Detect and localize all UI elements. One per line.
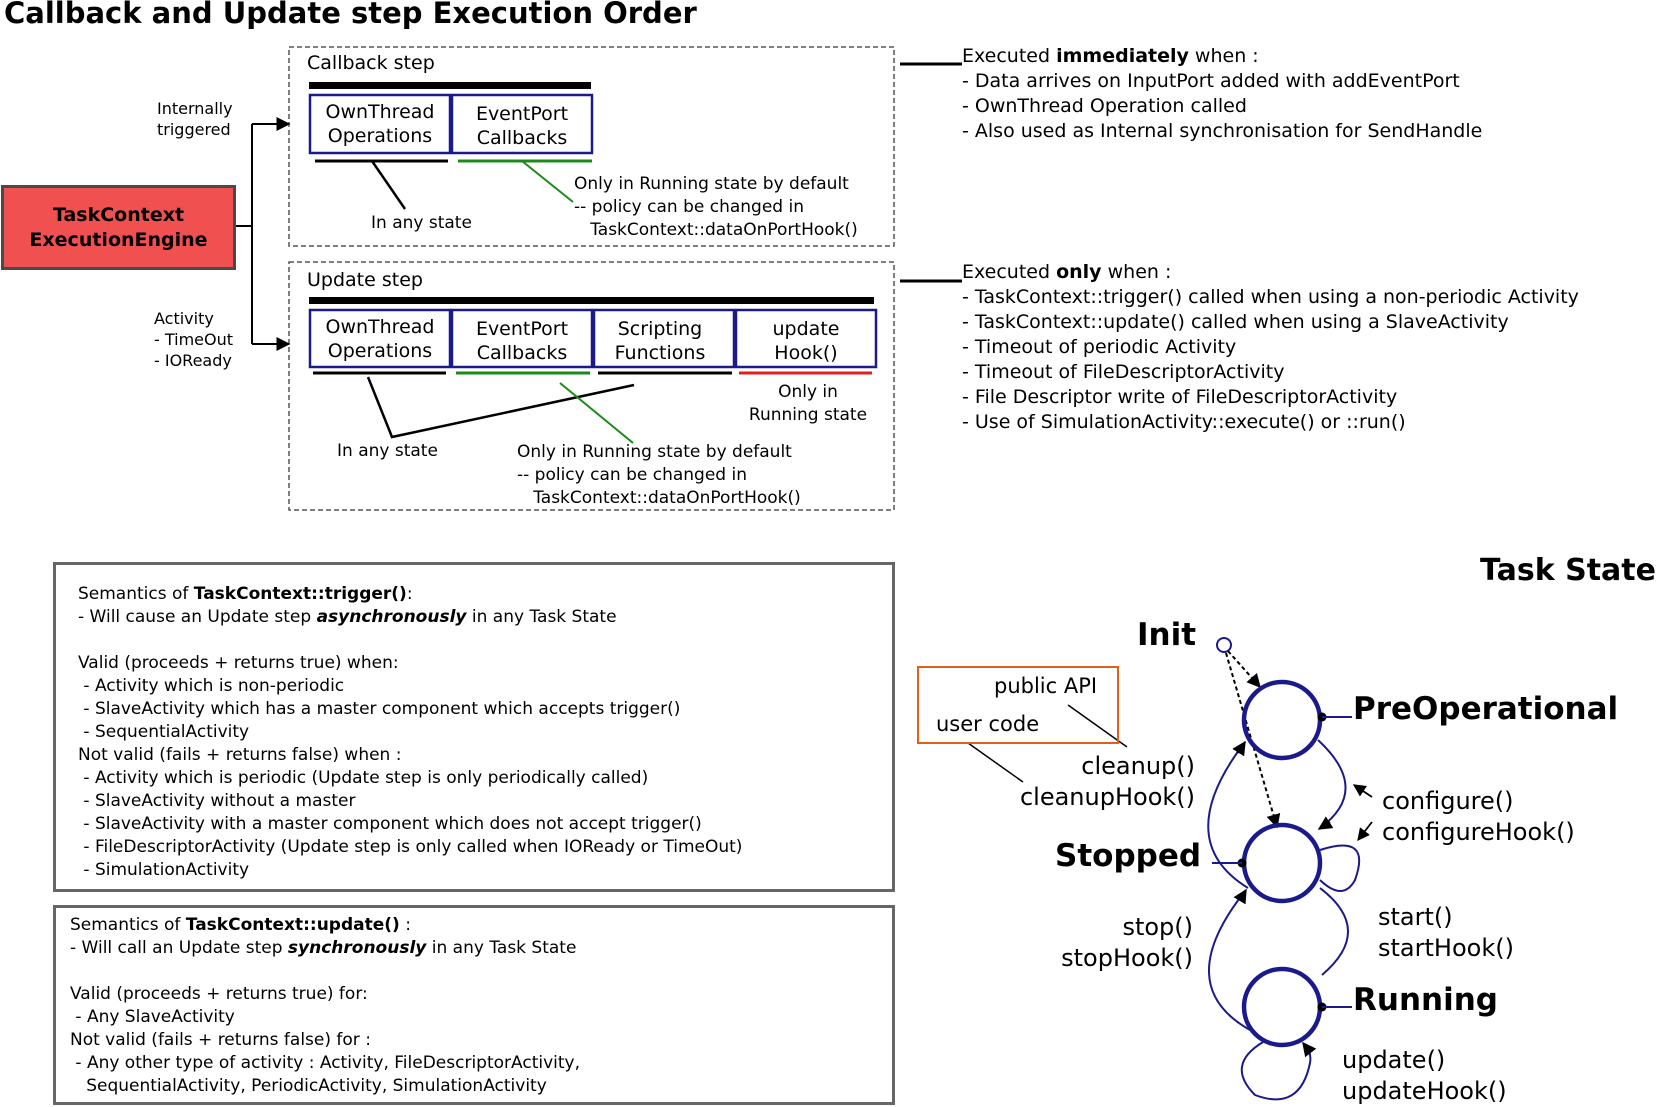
update-semantics-line: Valid (proceeds + returns true) for: xyxy=(70,984,368,1004)
up-hook-note: Only in Running state xyxy=(748,382,868,425)
trigger-semantics-heading: Semantics of TaskContext::trigger(): xyxy=(78,584,413,604)
update-exec-list: Executed only when : - TaskContext::trig… xyxy=(962,260,1579,435)
trigger-semantics-line: Not valid (fails + returns false) when : xyxy=(78,745,402,765)
state-stopped-node xyxy=(1241,822,1323,904)
update-semantics-line: - Will call an Update step synchronously… xyxy=(70,938,577,958)
up-cell-scripting xyxy=(592,308,736,369)
update-semantics-line: - Any SlaveActivity xyxy=(70,1007,235,1027)
trigger-semantics-line: - SlaveActivity without a master xyxy=(78,791,356,811)
update-exec-item: - Timeout of periodic Activity xyxy=(962,336,1237,358)
update-semantics-line: SequentialActivity, PeriodicActivity, Si… xyxy=(70,1076,547,1096)
update-exec-item: - Timeout of FileDescriptorActivity xyxy=(962,361,1285,383)
state-init-node xyxy=(1216,637,1232,653)
callback-exec-item: - OwnThread Operation called xyxy=(962,95,1247,117)
trigger-semantics-line: - FileDescriptorActivity (Update step is… xyxy=(78,837,743,857)
activity-trigger-label: Activity - TimeOut - IOReady xyxy=(154,309,234,370)
up-cell-hook xyxy=(734,308,878,369)
callback-exec-heading: Executed immediately when : xyxy=(962,45,1259,67)
transition-start-label: start() startHook() xyxy=(1378,903,1514,962)
update-semantics-box: Semantics of TaskContext::update() : - W… xyxy=(53,905,895,1105)
up-cell-ownthread-label: OwnThread Operations xyxy=(325,315,435,362)
state-running-label: Running xyxy=(1353,982,1498,1018)
update-exec-item: - File Descriptor write of FileDescripto… xyxy=(962,386,1398,408)
callback-exec-list: Executed immediately when : - Data arriv… xyxy=(962,44,1482,144)
cb-any-state-note: In any state xyxy=(371,213,472,233)
state-init-label: Init xyxy=(1137,617,1197,653)
internal-trigger-label: Internally triggered xyxy=(157,99,233,139)
callback-exec-item: - Also used as Internal synchronisation … xyxy=(962,120,1483,142)
execution-engine-box: TaskContext ExecutionEngine xyxy=(1,185,236,270)
up-cell-hook-label: update Hook() xyxy=(772,317,840,364)
legend-public-api: public API xyxy=(994,674,1098,698)
up-cell-eventport xyxy=(450,308,594,369)
cb-cell-ownthread-label: OwnThread Operations xyxy=(325,101,435,147)
trigger-semantics-line: - SlaveActivity which has a master compo… xyxy=(78,699,681,719)
up-cell-scripting-label: Scripting Functions xyxy=(614,317,706,364)
update-semantics-line xyxy=(70,960,892,983)
up-cell-ownthread xyxy=(308,308,452,369)
transition-update-label: update() updateHook() xyxy=(1342,1046,1507,1105)
up-running-note: Only in Running state by default -- poli… xyxy=(517,442,801,508)
trigger-semantics-line: Valid (proceeds + returns true) when: xyxy=(78,653,399,673)
trigger-semantics-line xyxy=(78,629,892,652)
cb-running-note: Only in Running state by default -- poli… xyxy=(574,174,858,240)
update-semantics-line: - Any other type of activity : Activity,… xyxy=(70,1053,580,1073)
update-semantics-line: Not valid (fails + returns false) for : xyxy=(70,1030,371,1050)
trigger-semantics-line: - SequentialActivity xyxy=(78,722,250,742)
callback-step-label: Callback step xyxy=(307,52,435,74)
update-exec-item: - TaskContext::trigger() called when usi… xyxy=(962,286,1579,308)
cb-cell-eventport xyxy=(450,93,594,155)
update-semantics-heading: Semantics of TaskContext::update() : xyxy=(70,915,411,935)
trigger-semantics-line: - Activity which is periodic (Update ste… xyxy=(78,768,649,788)
trigger-semantics-line: - Activity which is non-periodic xyxy=(78,676,345,696)
up-any-state-note: In any state xyxy=(337,441,438,461)
update-step-bar xyxy=(309,297,874,304)
transition-configure-label: configure() configureHook() xyxy=(1382,787,1575,846)
task-state-title: Task State xyxy=(1480,553,1656,588)
legend-user-code: user code xyxy=(936,712,1040,736)
update-exec-heading: Executed only when : xyxy=(962,261,1172,283)
cb-cell-ownthread xyxy=(308,93,452,155)
trigger-semantics-line: - Will cause an Update step asynchronous… xyxy=(78,607,617,627)
state-stopped-label: Stopped xyxy=(1055,838,1202,874)
trigger-semantics-box: Semantics of TaskContext::trigger(): - W… xyxy=(53,562,895,892)
transition-cleanup-label: cleanup() cleanupHook() xyxy=(1019,752,1195,811)
update-exec-item: - Use of SimulationActivity::execute() o… xyxy=(962,411,1406,433)
callback-step-bar xyxy=(309,82,591,89)
page-title: Callback and Update step Execution Order xyxy=(4,0,697,30)
state-running-node xyxy=(1241,966,1323,1048)
state-preop-label: PreOperational xyxy=(1353,691,1619,727)
cb-cell-eventport-label: EventPort Callbacks xyxy=(475,103,569,149)
callback-exec-item: - Data arrives on InputPort added with a… xyxy=(962,70,1460,92)
callback-step-box xyxy=(288,46,895,247)
transition-stop-label: stop() stopHook() xyxy=(1061,913,1193,972)
legend-box xyxy=(917,666,1119,744)
state-preop-node xyxy=(1241,679,1323,761)
update-step-label: Update step xyxy=(307,269,423,291)
update-exec-item: - TaskContext::update() called when usin… xyxy=(962,311,1509,333)
update-step-box xyxy=(288,261,895,511)
trigger-semantics-line: - SimulationActivity xyxy=(78,860,250,880)
trigger-semantics-line: - SlaveActivity with a master component … xyxy=(78,814,702,834)
up-cell-eventport-label: EventPort Callbacks xyxy=(475,317,569,364)
